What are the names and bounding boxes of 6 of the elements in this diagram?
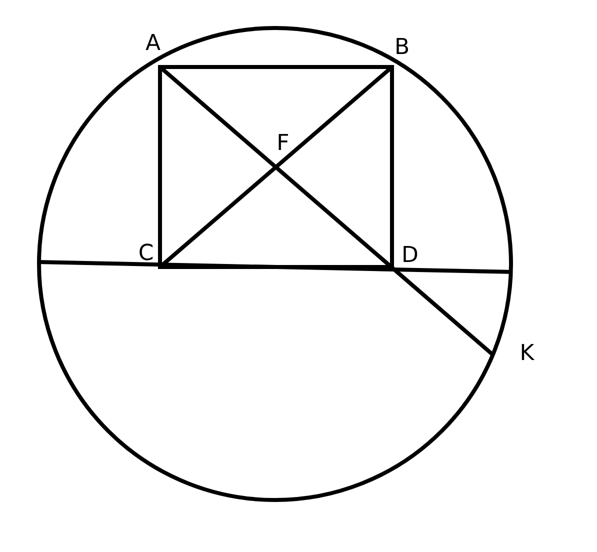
point-label: F [276, 133, 290, 155]
point-label: C [138, 243, 154, 265]
point-label: B [394, 37, 410, 59]
point-label: D [402, 245, 418, 267]
point-label: K [520, 343, 534, 365]
point-label: A [145, 33, 161, 55]
